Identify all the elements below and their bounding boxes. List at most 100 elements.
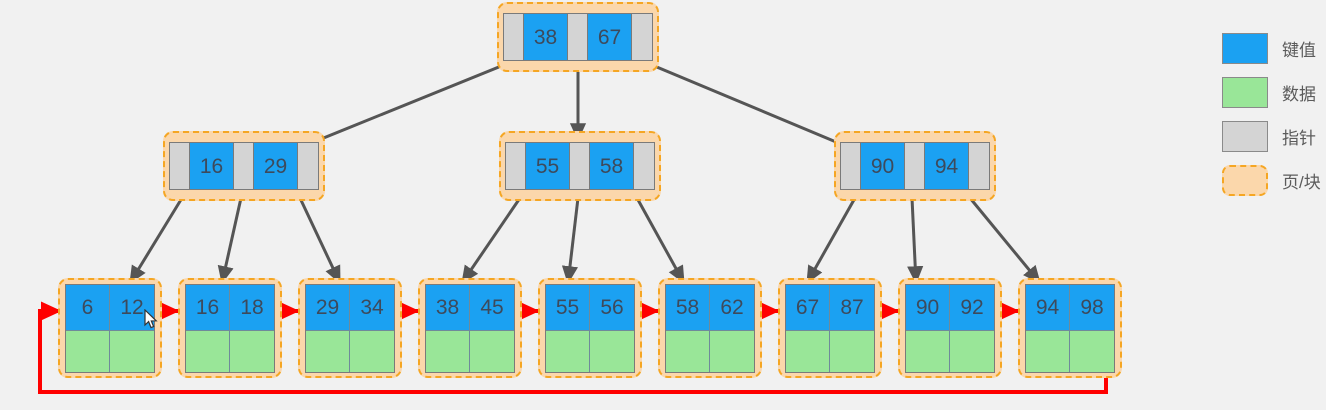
leaf-1-key-0[interactable]: 6 [66, 284, 110, 330]
leaf-node-7[interactable]: 67 87 [785, 283, 875, 373]
leaf-2-data-1[interactable] [230, 329, 274, 372]
legend-swatch-data-icon [1222, 76, 1268, 108]
leaf-1-data-row [66, 329, 154, 372]
legend-label-data: 数据 [1282, 84, 1316, 104]
legend-swatch-key-icon [1222, 32, 1268, 64]
leaf-2-key-1[interactable]: 18 [230, 284, 274, 330]
internal-2-pointer-0[interactable] [506, 143, 526, 189]
leaf-2-data-row [186, 329, 274, 372]
internal-3-pointer-0[interactable] [841, 143, 861, 189]
page-block-leaf-8: 90 92 [898, 278, 1002, 378]
internal-3-key-0[interactable]: 90 [861, 143, 905, 189]
leaf-5-key-0[interactable]: 55 [546, 284, 590, 330]
leaf-2-key-0[interactable]: 16 [186, 284, 230, 330]
leaf-8-data-1[interactable] [950, 329, 994, 372]
leaf-3-key-1[interactable]: 34 [350, 284, 394, 330]
internal-1-key-1[interactable]: 29 [254, 143, 298, 189]
page-block-leaf-5: 55 56 [538, 278, 642, 378]
leaf-node-9[interactable]: 94 98 [1025, 283, 1115, 373]
leaf-1-key-1[interactable]: 12 [110, 284, 154, 330]
leaf-6-data-0[interactable] [666, 329, 710, 372]
page-block-leaf-9: 94 98 [1018, 278, 1122, 378]
root-node[interactable]: 38 67 [503, 13, 653, 61]
leaf-node-4[interactable]: 38 45 [425, 283, 515, 373]
internal-node-1[interactable]: 16 29 [169, 142, 319, 190]
internal-node-3[interactable]: 90 94 [840, 142, 990, 190]
leaf-3-data-0[interactable] [306, 329, 350, 372]
internal-1-pointer-0[interactable] [170, 143, 190, 189]
leaf-node-6[interactable]: 58 62 [665, 283, 755, 373]
leaf-node-1[interactable]: 6 12 [65, 283, 155, 373]
legend-item-key: 键值 [1222, 26, 1326, 70]
leaf-9-data-0[interactable] [1026, 329, 1070, 372]
leaf-7-key-row: 67 87 [786, 284, 874, 330]
leaf-9-key-row: 94 98 [1026, 284, 1114, 330]
leaf-6-data-1[interactable] [710, 329, 754, 372]
leaf-1-data-1[interactable] [110, 329, 154, 372]
root-pointer-2[interactable] [632, 14, 652, 60]
internal-2-to-leaf-edges [460, 197, 686, 285]
internal-node-2[interactable]: 55 58 [505, 142, 655, 190]
leaf-5-data-0[interactable] [546, 329, 590, 372]
leaf-4-key-1[interactable]: 45 [470, 284, 514, 330]
leaf-9-key-0[interactable]: 94 [1026, 284, 1070, 330]
leaf-5-key-row: 55 56 [546, 284, 634, 330]
internal-1-pointer-2[interactable] [298, 143, 318, 189]
leaf-4-data-row [426, 329, 514, 372]
internal-2-key-1[interactable]: 58 [590, 143, 634, 189]
root-pointer-0[interactable] [504, 14, 524, 60]
root-key-1[interactable]: 67 [588, 14, 632, 60]
page-block-leaf-4: 38 45 [418, 278, 522, 378]
leaf-4-key-0[interactable]: 38 [426, 284, 470, 330]
leaf-6-data-row [666, 329, 754, 372]
leaf-1-data-0[interactable] [66, 329, 110, 372]
leaf-node-8[interactable]: 90 92 [905, 283, 995, 373]
internal-3-pointer-2[interactable] [969, 143, 989, 189]
leaf-8-key-1[interactable]: 92 [950, 284, 994, 330]
leaf-9-key-1[interactable]: 98 [1070, 284, 1114, 330]
leaf-5-key-1[interactable]: 56 [590, 284, 634, 330]
legend-label-page: 页/块 [1282, 172, 1321, 192]
internal-3-key-1[interactable]: 94 [925, 143, 969, 189]
leaf-9-data-1[interactable] [1070, 329, 1114, 372]
page-block-leaf-7: 67 87 [778, 278, 882, 378]
leaf-5-data-row [546, 329, 634, 372]
internal-1-pointer-1[interactable] [234, 143, 254, 189]
leaf-7-key-1[interactable]: 87 [830, 284, 874, 330]
internal-2-pointer-1[interactable] [570, 143, 590, 189]
leaf-8-key-0[interactable]: 90 [906, 284, 950, 330]
leaf-node-5[interactable]: 55 56 [545, 283, 635, 373]
legend-label-key: 键值 [1282, 40, 1316, 60]
leaf-7-data-0[interactable] [786, 329, 830, 372]
internal-3-to-leaf-edges [805, 197, 1042, 285]
leaf-4-data-1[interactable] [470, 329, 514, 372]
page-block-root: 38 67 [497, 2, 659, 72]
leaf-3-data-1[interactable] [350, 329, 394, 372]
leaf-2-data-0[interactable] [186, 329, 230, 372]
leaf-6-key-row: 58 62 [666, 284, 754, 330]
page-block-internal-1: 16 29 [163, 131, 325, 201]
leaf-3-data-row [306, 329, 394, 372]
leaf-7-data-1[interactable] [830, 329, 874, 372]
leaf-4-data-0[interactable] [426, 329, 470, 372]
page-block-leaf-3: 29 34 [298, 278, 402, 378]
leaf-node-3[interactable]: 29 34 [305, 283, 395, 373]
root-pointer-1[interactable] [568, 14, 588, 60]
leaf-node-2[interactable]: 16 18 [185, 283, 275, 373]
leaf-7-data-row [786, 329, 874, 372]
leaf-7-key-0[interactable]: 67 [786, 284, 830, 330]
internal-1-key-0[interactable]: 16 [190, 143, 234, 189]
leaf-6-key-1[interactable]: 62 [710, 284, 754, 330]
internal-3-pointer-1[interactable] [905, 143, 925, 189]
leaf-5-data-1[interactable] [590, 329, 634, 372]
root-key-0[interactable]: 38 [524, 14, 568, 60]
leaf-3-key-0[interactable]: 29 [306, 284, 350, 330]
page-block-leaf-1: 6 12 [58, 278, 162, 378]
internal-2-key-0[interactable]: 55 [526, 143, 570, 189]
page-block-leaf-2: 16 18 [178, 278, 282, 378]
leaf-8-data-0[interactable] [906, 329, 950, 372]
leaf-6-key-0[interactable]: 58 [666, 284, 710, 330]
internal-2-pointer-2[interactable] [634, 143, 654, 189]
leaf-8-data-row [906, 329, 994, 372]
